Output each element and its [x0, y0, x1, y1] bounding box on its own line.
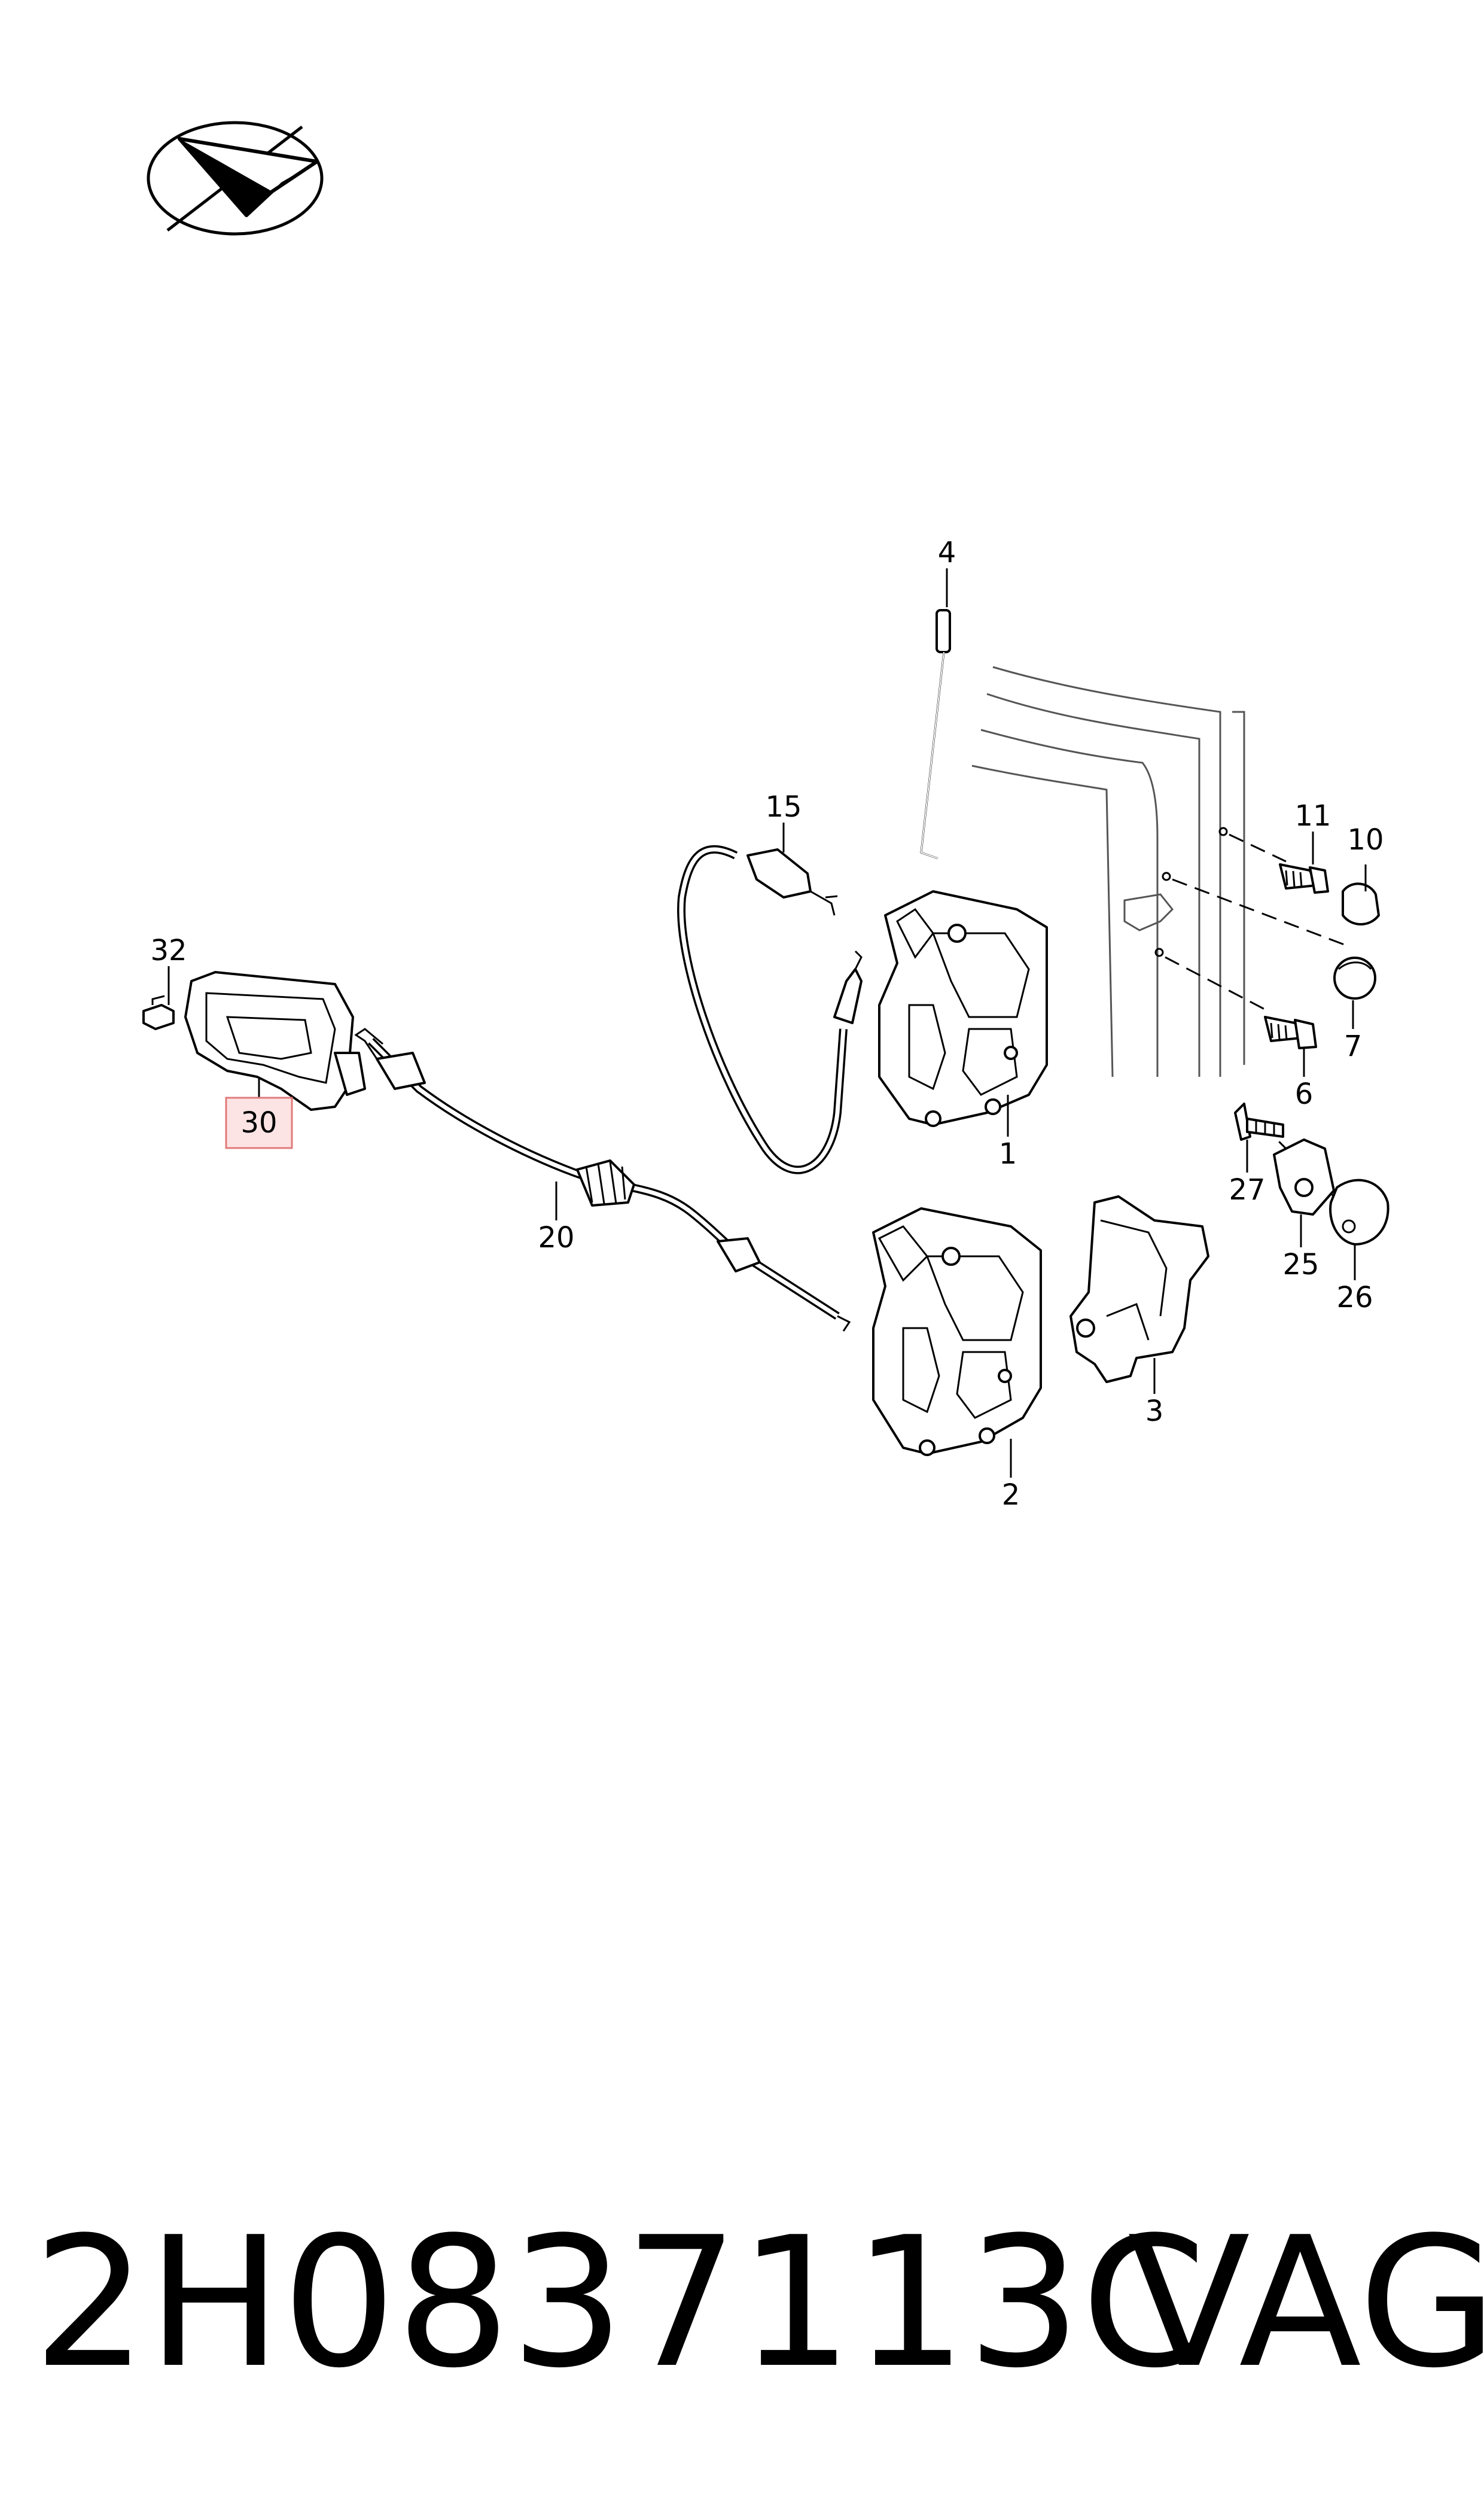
callout-32: 32 — [150, 934, 187, 967]
screw-part — [1264, 1016, 1317, 1049]
door-lock-upper-part — [878, 890, 1048, 1127]
lock-cover-part — [1069, 1195, 1209, 1383]
leader-lines — [167, 568, 1367, 1478]
callout-2: 2 — [1002, 1478, 1020, 1512]
bolt-part — [1279, 863, 1329, 894]
part-number: 2H0837113C — [33, 2199, 1207, 2407]
cover-plate-part — [1329, 1179, 1389, 1246]
callout-26: 26 — [1336, 1281, 1373, 1314]
lock-cable-part — [677, 845, 863, 1174]
callout-labels: 4 15 11 10 7 6 32 30 1 20 27 25 26 3 2 — [150, 536, 1384, 1512]
callout-11: 11 — [1294, 799, 1331, 833]
callout-27: 27 — [1229, 1173, 1265, 1207]
callout-7: 7 — [1344, 1030, 1363, 1063]
clip-part — [142, 995, 175, 1030]
door-body-outline — [971, 666, 1245, 1077]
door-lock-lower-part — [872, 1207, 1042, 1456]
interior-door-handle-part — [184, 971, 366, 1111]
callout-20: 20 — [538, 1221, 574, 1255]
paper-plane-logo-icon — [147, 121, 324, 236]
callout-1: 1 — [999, 1137, 1017, 1171]
callout-3: 3 — [1145, 1395, 1164, 1428]
callout-4: 4 — [938, 536, 956, 570]
callout-6: 6 — [1295, 1077, 1314, 1111]
release-cable-part — [354, 1028, 851, 1332]
callout-30: 30 — [240, 1106, 277, 1140]
brand-name: VAG — [1128, 2199, 1484, 2407]
callout-10: 10 — [1347, 823, 1384, 857]
striker-bolt-part — [1234, 1103, 1284, 1141]
round-cover-part — [1333, 957, 1376, 1000]
striker-plate-part — [1273, 1138, 1335, 1216]
callout-15: 15 — [765, 790, 802, 824]
callout-25: 25 — [1282, 1248, 1319, 1281]
lock-rod-part — [920, 609, 951, 860]
cap-part — [1342, 882, 1380, 925]
highlight-box — [225, 1097, 293, 1149]
